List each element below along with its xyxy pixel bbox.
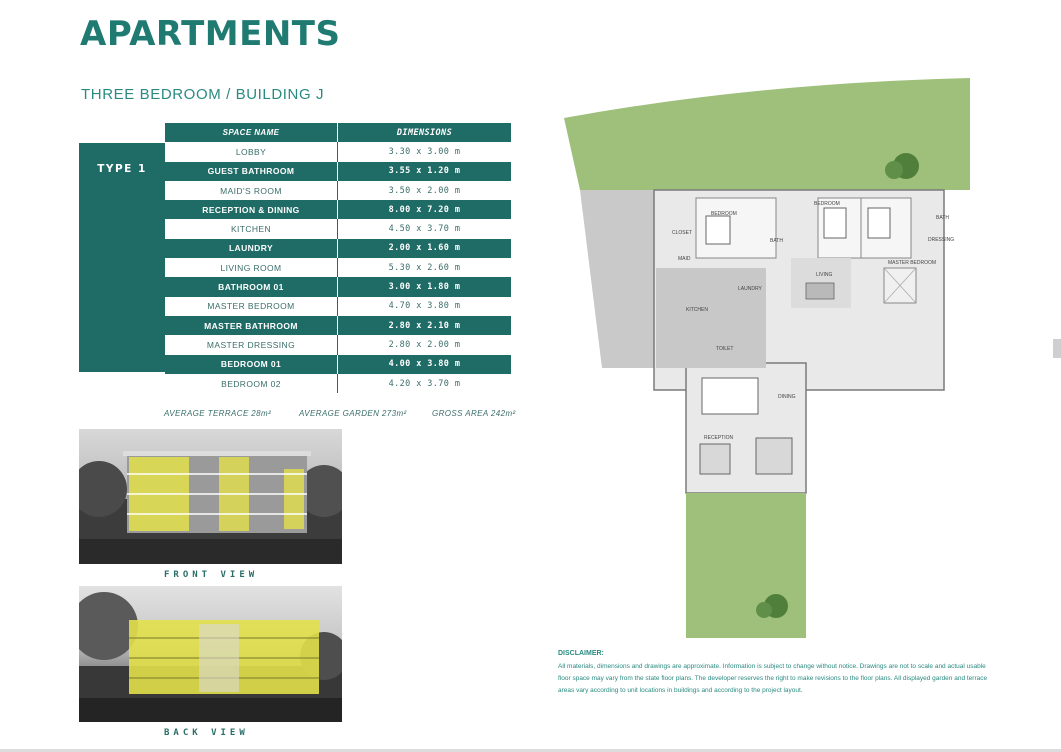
space-name-cell: RECEPTION & DINING (202, 204, 300, 215)
space-name-cell: MASTER BATHROOM (204, 320, 298, 331)
dimensions-cell: 3.55 x 1.20 m (337, 161, 511, 181)
dimensions-cell: 4.70 x 3.80 m (337, 296, 511, 316)
back-view-caption: BACK VIEW (164, 728, 249, 738)
label-kitchen: KITCHEN (686, 307, 708, 313)
header-space-name: SPACE NAME (222, 128, 280, 138)
table-row: LIVING ROOM 5.30 x 2.60 m (165, 258, 511, 278)
label-laundry: LAUNDRY (738, 286, 762, 292)
page-title: APARTMENTS (80, 14, 341, 54)
label-bath-2: BATH (936, 215, 949, 221)
label-master-bedroom: MASTER BEDROOM (888, 260, 936, 266)
space-name-cell: BEDROOM 01 (220, 359, 282, 370)
label-bedroom-2: BEDROOM (814, 201, 840, 207)
dimensions-cell: 3.00 x 1.80 m (337, 277, 511, 297)
average-garden: AVERAGE GARDEN 273m² (299, 409, 407, 418)
space-name-cell: LOBBY (235, 146, 267, 157)
table-row: RECEPTION & DINING 8.00 x 7.20 m (165, 200, 511, 220)
table-row: MASTER BEDROOM 4.70 x 3.80 m (165, 296, 511, 316)
space-name-cell: LIVING ROOM (220, 262, 282, 273)
space-name-cell: MAID'S ROOM (220, 185, 282, 196)
table-row: KITCHEN 4.50 x 3.70 m (165, 219, 511, 239)
scrollbar-thumb[interactable] (1053, 339, 1061, 358)
label-living: LIVING (816, 272, 833, 278)
average-terrace: AVERAGE TERRACE 28m² (164, 409, 272, 418)
dimensions-cell: 2.80 x 2.00 m (337, 335, 511, 355)
dimensions-cell: 3.30 x 3.00 m (337, 142, 511, 162)
table-row: MAID'S ROOM 3.50 x 2.00 m (165, 180, 511, 201)
space-name-cell: BEDROOM 02 (221, 378, 281, 389)
table-row: MASTER BATHROOM 2.80 x 2.10 m (165, 315, 511, 336)
table-row: BATHROOM 01 3.00 x 1.80 m (165, 277, 511, 297)
dimensions-table: SPACE NAME DIMENSIONS LOBBY 3.30 x 3.00 m… (165, 123, 511, 394)
type-label: TYPE 1 (97, 163, 147, 175)
space-name-cell: KITCHEN (230, 224, 272, 235)
front-view-illustration (79, 451, 342, 564)
label-bath-1: BATH (770, 238, 783, 244)
gross-area: GROSS AREA 242m² (432, 409, 516, 418)
table-row: LAUNDRY 2.00 x 1.60 m (165, 238, 511, 259)
dimensions-cell: 4.00 x 3.80 m (337, 354, 511, 374)
page-bottom-edge (0, 749, 1061, 752)
table-row: LOBBY 3.30 x 3.00 m (165, 142, 511, 162)
front-view-caption: FRONT VIEW (164, 570, 259, 580)
back-view-illustration (79, 592, 342, 722)
label-dressing: DRESSING (928, 237, 954, 243)
label-toilet: TOILET (716, 346, 733, 352)
type-block: TYPE 1 (79, 143, 165, 372)
label-bedroom-1: BEDROOM (711, 211, 737, 217)
table-row: MASTER DRESSING 2.80 x 2.00 m (165, 335, 511, 355)
dimensions-cell: 4.50 x 3.70 m (337, 219, 511, 239)
table-header: SPACE NAME DIMENSIONS (165, 123, 511, 143)
page-subtitle: THREE BEDROOM / BUILDING J (81, 86, 325, 103)
header-dimensions: DIMENSIONS (337, 123, 511, 143)
label-reception: RECEPTION (704, 435, 734, 441)
dimensions-cell: 8.00 x 7.20 m (337, 200, 511, 220)
label-dining: DINING (778, 394, 796, 400)
dimensions-cell: 2.00 x 1.60 m (337, 238, 511, 259)
space-name-cell: MASTER BEDROOM (207, 301, 295, 312)
table-row: BEDROOM 01 4.00 x 3.80 m (165, 354, 511, 374)
space-name-cell: GUEST BATHROOM (207, 166, 295, 177)
dimensions-cell: 5.30 x 2.60 m (337, 258, 511, 278)
back-view-photo (79, 586, 342, 722)
front-view-photo (79, 429, 342, 564)
table-row: BEDROOM 02 4.20 x 3.70 m (165, 373, 511, 394)
disclaimer-title: DISCLAIMER: (558, 650, 604, 657)
space-name-cell: LAUNDRY (228, 243, 274, 254)
dimensions-cell: 4.20 x 3.70 m (337, 373, 511, 394)
dimensions-cell: 2.80 x 2.10 m (337, 315, 511, 336)
floor-plan-drawing: BEDROOM BEDROOM BATH BATH CLOSET MAID LI… (564, 78, 970, 638)
label-maid: MAID (678, 256, 691, 262)
floor-plan: BEDROOM BEDROOM BATH BATH CLOSET MAID LI… (556, 78, 976, 638)
table-row: GUEST BATHROOM 3.55 x 1.20 m (165, 161, 511, 181)
space-name-cell: MASTER DRESSING (206, 339, 296, 350)
label-closet: CLOSET (672, 230, 692, 236)
space-name-cell: BATHROOM 01 (218, 282, 284, 293)
disclaimer-text: All materials, dimensions and drawings a… (558, 663, 988, 694)
dimensions-cell: 3.50 x 2.00 m (337, 180, 511, 201)
